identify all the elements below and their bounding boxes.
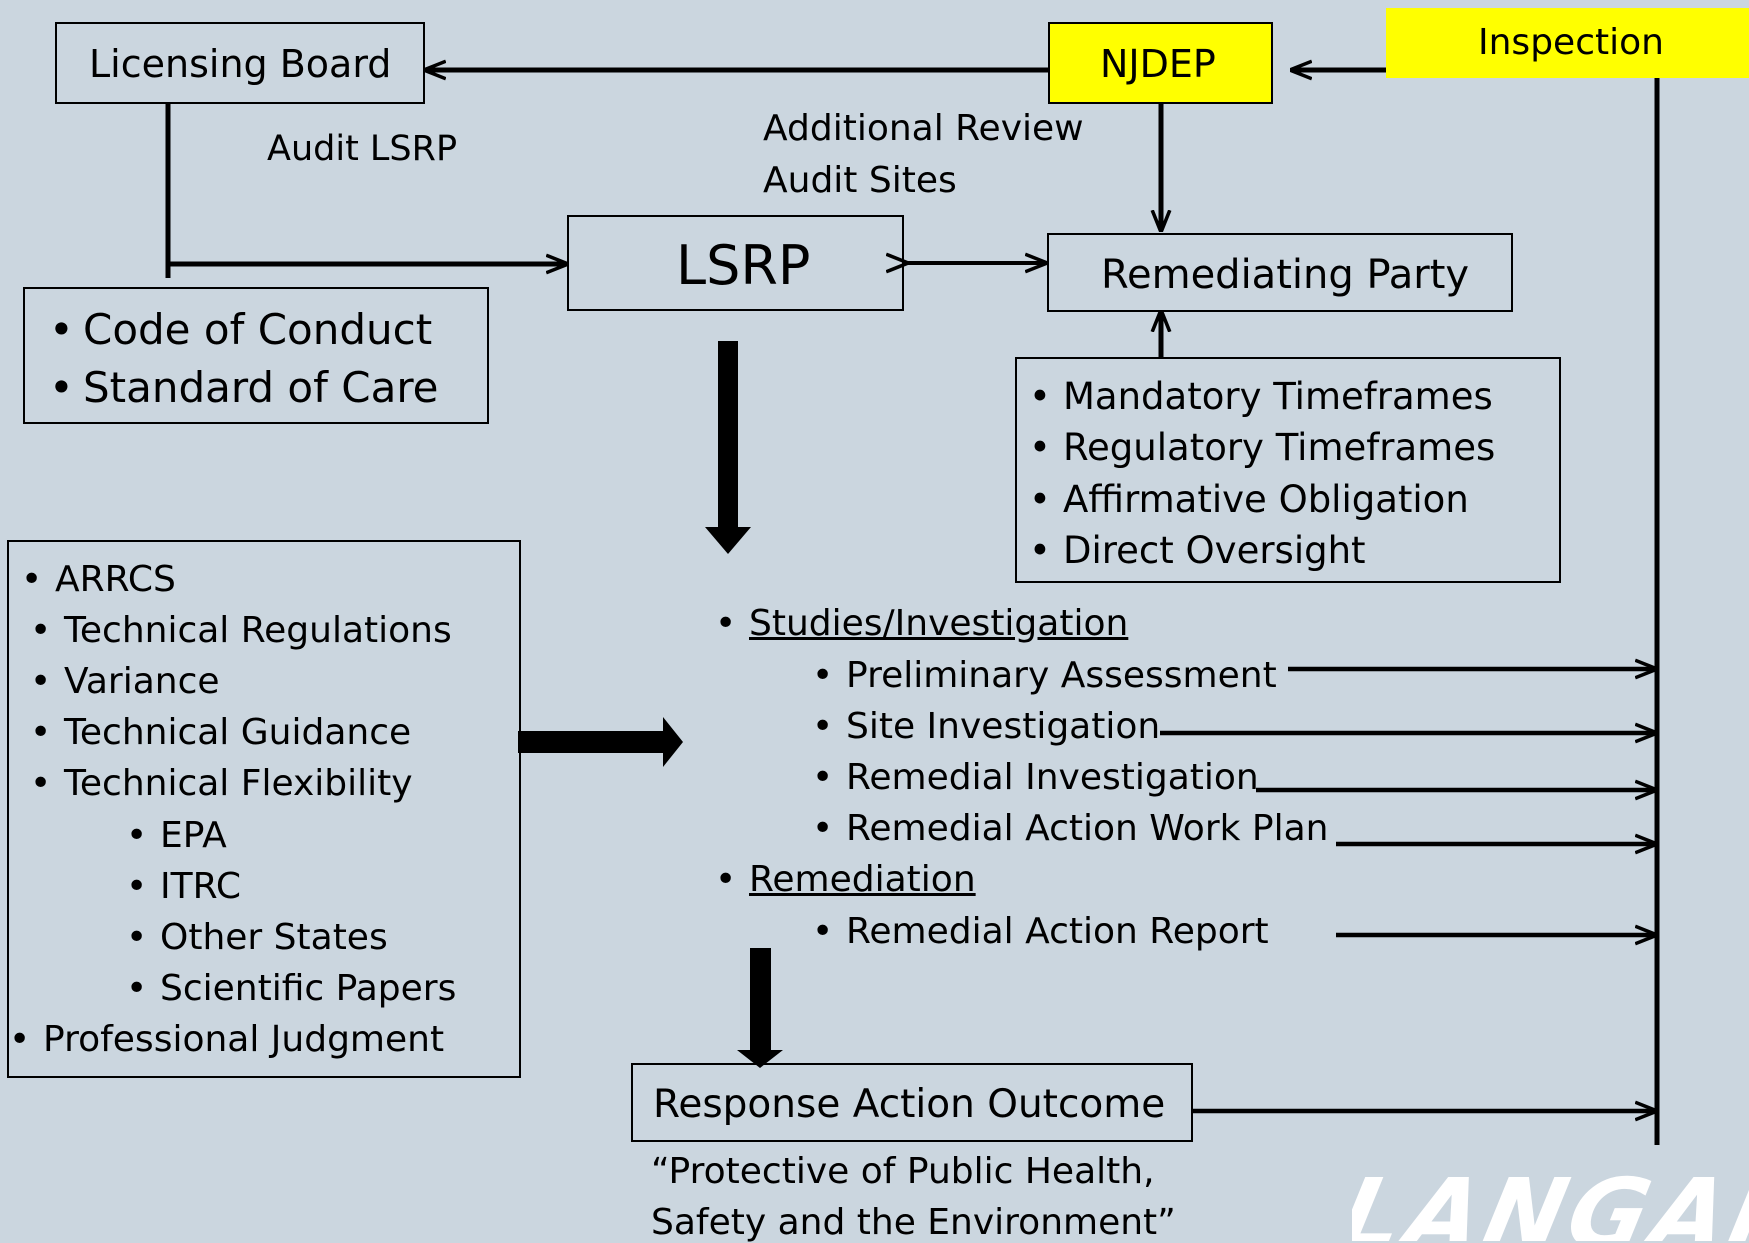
remedial-action-work-plan-item: Remedial Action Work Plan (812, 811, 1328, 848)
other-states-item: Other States (126, 920, 388, 957)
affirmative-obligation-item: Affirmative Obligation (1029, 481, 1469, 518)
remediation-heading: Remediation (715, 862, 976, 899)
technical-flexibility-item: Technical Flexibility (30, 766, 413, 803)
site-investigation-item: Site Investigation (812, 709, 1160, 746)
rao-quote-line-2: Safety and the Environment” (651, 1202, 1176, 1243)
standard-of-care-item: Standard of Care (49, 367, 438, 410)
audit-lsrp-label: Audit LSRP (267, 129, 458, 169)
technical-guidance-item: Technical Guidance (30, 715, 411, 752)
remediating-party-node: Remediating Party (1047, 233, 1513, 312)
mandatory-timeframes-item: Mandatory Timeframes (1029, 378, 1493, 415)
arrow-lsrp-to-phases (705, 341, 751, 554)
arrow-guidance-to-phases (518, 717, 683, 767)
regulatory-timeframes-item: Regulatory Timeframes (1029, 429, 1495, 466)
arrcs-item: ARRCS (21, 562, 176, 599)
response-action-outcome-label: Response Action Outcome (653, 1082, 1166, 1127)
studies-investigation-heading: Studies/Investigation (715, 606, 1128, 643)
njdep-label: NJDEP (1100, 42, 1216, 86)
licensing-board-node: Licensing Board (55, 22, 425, 104)
lsrp-node: LSRP (567, 215, 904, 311)
audit-sites-label: Audit Sites (763, 160, 957, 201)
langan-logo: LANGAN (1352, 1168, 1749, 1241)
scientific-papers-item: Scientific Papers (126, 971, 456, 1008)
additional-review-label: Additional Review (763, 108, 1084, 149)
lsrp-standards-box: Code of Conduct Standard of Care (23, 287, 489, 424)
inspection-label: Inspection (1478, 22, 1664, 63)
langan-logo-text: LANGAN (1352, 1168, 1749, 1241)
licensing-board-label: Licensing Board (89, 42, 392, 86)
professional-judgment-item: Professional Judgment (9, 1022, 444, 1059)
preliminary-assessment-item: Preliminary Assessment (812, 658, 1277, 695)
remedial-action-report-item: Remedial Action Report (812, 914, 1269, 951)
remediating-party-label: Remediating Party (1101, 252, 1470, 298)
itrc-item: ITRC (126, 869, 241, 906)
inspection-node: Inspection (1386, 8, 1749, 78)
variance-item: Variance (30, 664, 219, 701)
direct-oversight-item: Direct Oversight (1029, 532, 1365, 569)
epa-item: EPA (126, 818, 227, 855)
guidance-box: ARRCS Technical Regulations Variance Tec… (7, 540, 521, 1078)
arrow-remediation-to-rao (737, 948, 783, 1068)
rp-obligations-box: Mandatory Timeframes Regulatory Timefram… (1015, 357, 1561, 583)
response-action-outcome-node: Response Action Outcome (631, 1063, 1193, 1142)
rao-quote-line-1: “Protective of Public Health, (651, 1151, 1155, 1192)
remedial-investigation-item: Remedial Investigation (812, 760, 1259, 797)
lsrp-label: LSRP (676, 234, 811, 297)
njdep-node: NJDEP (1048, 22, 1273, 104)
technical-regulations-item: Technical Regulations (30, 613, 452, 650)
code-of-conduct-item: Code of Conduct (49, 309, 432, 352)
